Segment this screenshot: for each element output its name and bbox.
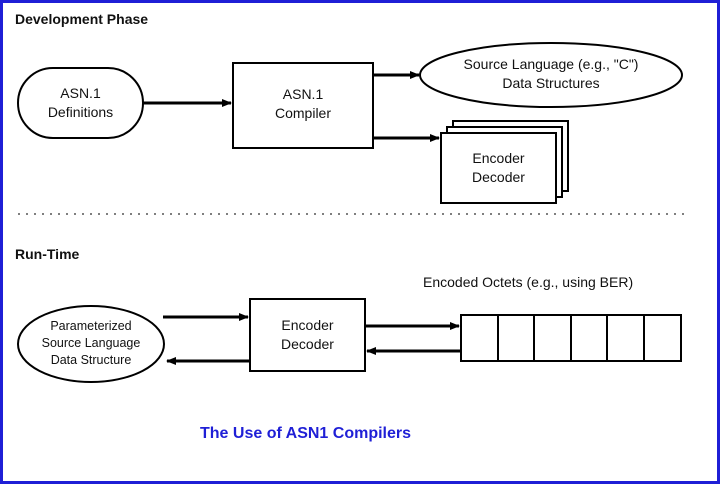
parameterized-label: Parameterized Source Language Data Struc…	[41, 319, 141, 367]
development-phase-heading: Development Phase	[15, 11, 149, 27]
source-language-label: Source Language (e.g., "C") Data Structu…	[463, 56, 639, 91]
encoder-decoder-label: Encoder Decoder	[472, 150, 525, 185]
source-language-ellipse	[419, 42, 683, 108]
diagram-caption: The Use of ASN1 Compilers	[200, 425, 412, 442]
runtime-encoder-decoder-box	[249, 298, 366, 372]
encoder-decoder-stack	[440, 120, 569, 204]
run-time-heading: Run-Time	[15, 246, 80, 262]
encoded-octets-label: Encoded Octets (e.g., using BER)	[423, 274, 634, 290]
diagram-graphics	[17, 42, 688, 383]
parameterized-ellipse	[17, 305, 165, 383]
asn1-compiler-box	[232, 62, 374, 149]
asn1-compiler-label: ASN.1 Compiler	[274, 86, 331, 121]
runtime-encoder-decoder-label: Encoder Decoder	[281, 317, 334, 352]
asn1-definitions-label: ASN.1 Definitions	[47, 85, 114, 120]
encoded-octets-row	[460, 314, 682, 362]
